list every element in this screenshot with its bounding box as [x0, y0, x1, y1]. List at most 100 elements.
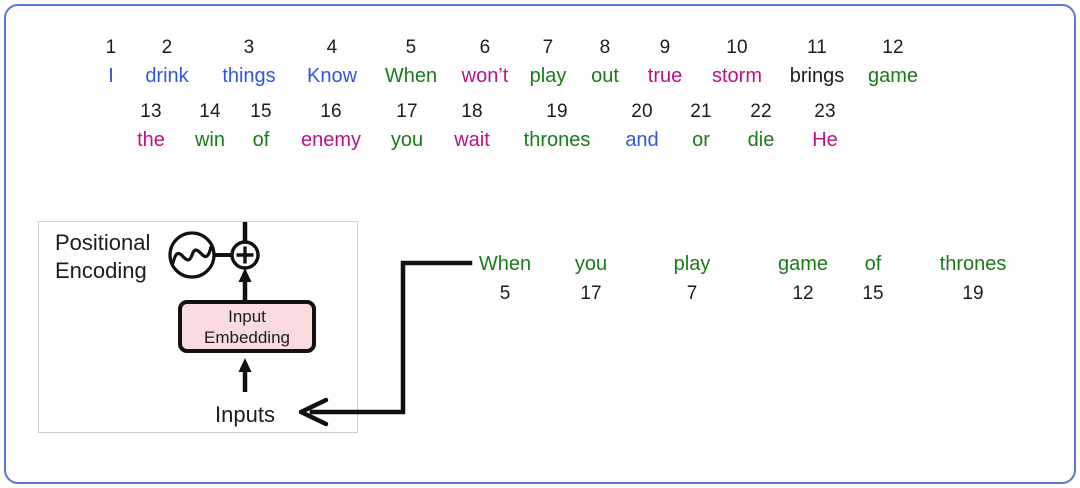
sentence-token-index: 19 — [962, 283, 984, 304]
vocab-token: 18 wait — [450, 100, 494, 154]
vocab-token-index: 22 — [750, 101, 772, 122]
vocab-token: 15 of — [248, 100, 274, 154]
vocab-token-index: 6 — [479, 37, 491, 58]
positional-encoding-label-line1: Positional — [55, 230, 150, 255]
vocab-token-index: 20 — [631, 101, 653, 122]
vocab-token-word: storm — [712, 65, 762, 87]
sentence-token-word: When — [478, 253, 532, 275]
vocab-token-word: wait — [454, 129, 490, 151]
vocab-token-index: 10 — [726, 37, 748, 58]
vocab-token-word: I — [108, 65, 114, 87]
vocab-token-word: you — [390, 129, 424, 151]
vocab-token: 10 storm — [706, 36, 768, 90]
vocab-token-word: and — [625, 129, 659, 151]
vocab-token-word: or — [692, 129, 710, 151]
vocab-token-index: 23 — [814, 101, 836, 122]
vocab-token: 9 true — [644, 36, 686, 90]
vocab-token-word: out — [591, 65, 619, 87]
positional-encoding-label-line2: Encoding — [55, 258, 147, 283]
vocab-token-index: 17 — [396, 101, 418, 122]
sentence-token-index: 15 — [862, 283, 884, 304]
sentence-token: play 7 — [668, 250, 716, 307]
sentence-token-index: 17 — [580, 283, 602, 304]
vocab-token: 3 things — [212, 36, 286, 90]
sentence-token: you 17 — [568, 250, 614, 307]
sentence-token: of 15 — [858, 250, 888, 307]
vocab-token-word: play — [529, 65, 567, 87]
sentence-token-index: 7 — [686, 283, 698, 304]
vocab-token-word: things — [222, 65, 276, 87]
vocab-token: 2 drink — [136, 36, 198, 90]
vocab-token-index: 19 — [546, 101, 568, 122]
vocab-token: 19 thrones — [516, 100, 598, 154]
vocab-token-index: 15 — [250, 101, 272, 122]
add-node-icon — [230, 240, 260, 270]
vocab-token-index: 13 — [140, 101, 162, 122]
vocab-token-word: He — [812, 129, 838, 151]
vocab-token-word: die — [747, 129, 775, 151]
vocab-token: 21 or — [688, 100, 714, 154]
selected-sentence-row: When 5 you 17 play 7 game 12 of 15 thrones 19 — [470, 250, 1016, 307]
vocab-token: 16 enemy — [296, 100, 366, 154]
vocab-token: 8 out — [586, 36, 624, 90]
vocab-token-word: drink — [145, 65, 189, 87]
sentence-token-word: game — [777, 253, 829, 275]
vocab-token-word: of — [252, 129, 270, 151]
sentence-token-word: of — [864, 253, 882, 275]
sentence-token: game 12 — [772, 250, 834, 307]
vocab-token-index: 18 — [461, 101, 483, 122]
sentence-token: When 5 — [470, 250, 540, 307]
vocab-token-word: won’t — [461, 65, 509, 87]
vocab-token-word: enemy — [300, 129, 362, 151]
input-embedding-label-line1: Input — [228, 307, 266, 326]
vocab-token-index: 5 — [405, 37, 417, 58]
vocab-token-index: 12 — [882, 37, 904, 58]
vocab-token-word: the — [137, 129, 165, 151]
vocab-token-index: 1 — [105, 37, 117, 58]
vocab-token-index: 8 — [599, 37, 611, 58]
vocab-token-word: Know — [306, 65, 358, 87]
vocab-token-word: true — [647, 65, 683, 87]
vocab-token-word: game — [867, 65, 919, 87]
sine-wave-circle-icon — [168, 231, 216, 279]
vocab-token-index: 2 — [161, 37, 173, 58]
vocab-token-index: 16 — [320, 101, 342, 122]
vocab-token: 17 you — [386, 100, 428, 154]
vocab-token: 6 won’t — [456, 36, 514, 90]
vocab-token: 20 and — [620, 100, 664, 154]
sentence-token-word: play — [673, 253, 711, 275]
vocab-token-word: win — [194, 129, 225, 151]
sentence-token-word: thrones — [939, 253, 1007, 275]
vocab-token-index: 11 — [806, 37, 828, 58]
vocab-token: 13 the — [132, 100, 170, 154]
input-embedding-box: Input Embedding — [178, 300, 316, 353]
vocab-token: 12 game — [864, 36, 922, 90]
vocab-token-word: brings — [789, 65, 845, 87]
input-embedding-label-line2: Embedding — [204, 328, 290, 347]
vocab-token-index: 4 — [326, 37, 338, 58]
vocab-token: 11 brings — [784, 36, 850, 90]
vocab-token-word: When — [384, 65, 438, 87]
inputs-to-embedding-arrow — [238, 358, 252, 392]
vocab-token-index: 7 — [542, 37, 554, 58]
sentence-token-index: 5 — [499, 283, 511, 304]
vocab-token: 7 play — [526, 36, 570, 90]
vocab-token: 22 die — [744, 100, 778, 154]
sentence-token: thrones 19 — [930, 250, 1016, 307]
sentence-token-index: 12 — [792, 283, 814, 304]
sentence-token-word: you — [574, 253, 608, 275]
vocab-token-word: thrones — [523, 129, 591, 151]
vocab-token-index: 21 — [690, 101, 712, 122]
embedding-to-add-arrow — [238, 268, 252, 303]
vocab-token-index: 3 — [243, 37, 255, 58]
vocab-token-index: 9 — [659, 37, 671, 58]
encoder-input-diagram: Positional Encoding — [38, 221, 358, 433]
